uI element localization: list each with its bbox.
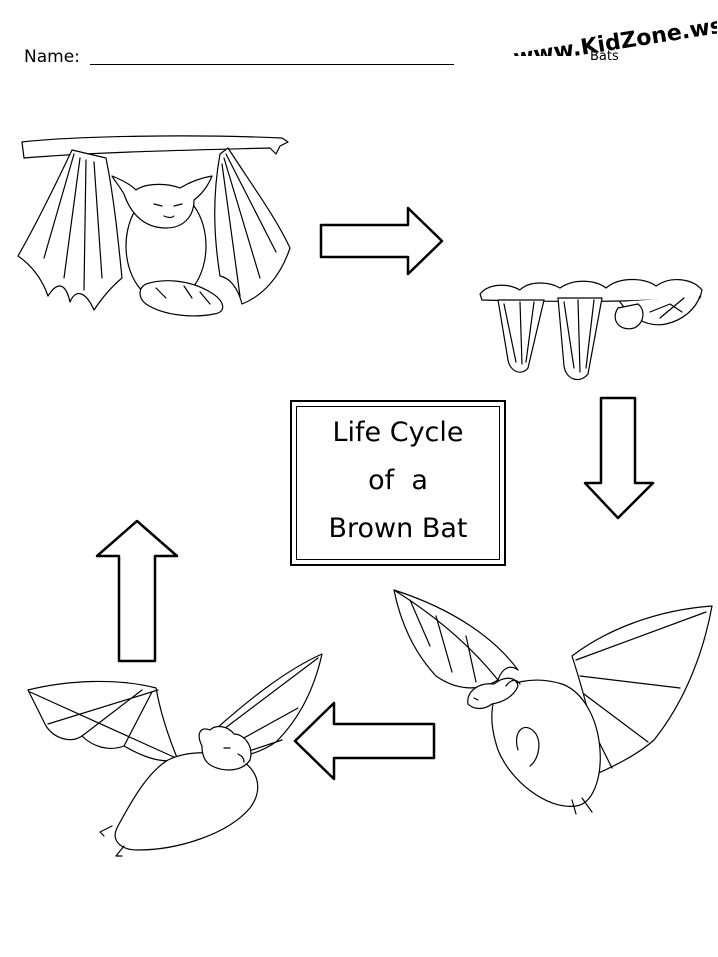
arrow-down-icon [583,396,655,520]
kidzone-logo: www.KidZone.ws [512,14,717,56]
bat-adult-flying-icon [27,653,323,857]
name-label: Name: [24,47,80,67]
bat-mother-hanging-icon [17,135,291,317]
bat-young-flying-icon [393,589,713,815]
bat-pups-hanging-icon [479,278,703,381]
arrow-right-icon [319,206,444,276]
title-box: Life Cycle of a Brown Bat [290,400,506,566]
title-box-inner: Life Cycle of a Brown Bat [296,406,500,560]
name-line[interactable] [90,64,454,65]
topic-label: Bats [590,49,619,64]
title-line-1: Life Cycle [332,417,464,448]
title-line-2: of a [368,465,428,496]
arrow-left-icon [293,701,436,781]
arrow-up-icon [95,519,179,663]
title-line-3: Brown Bat [328,513,468,544]
